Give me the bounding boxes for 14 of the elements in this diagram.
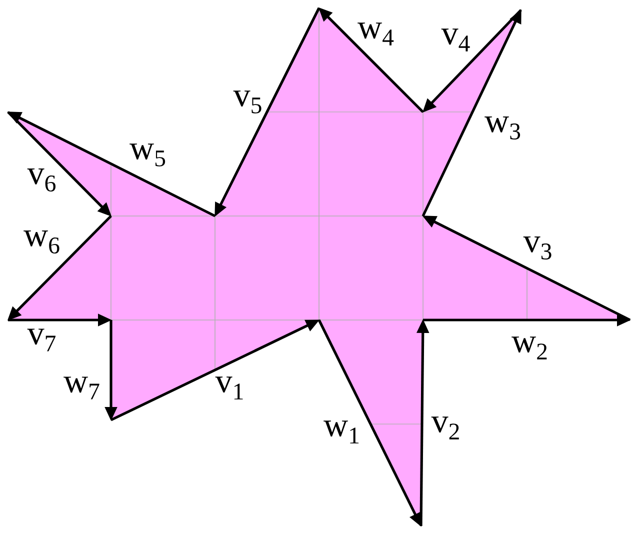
vector-label: w$_{3}$ [484,116,520,140]
vector-label: v$_{4}$ [441,28,470,52]
vector-label: v$_{7}$ [27,328,56,352]
vector-label: w$_{4}$ [358,22,394,46]
vector-label: w$_{1}$ [324,420,359,444]
vector-label: v$_{2}$ [431,416,459,440]
vector-label: v$_{5}$ [233,90,262,114]
vector-label: w$_{6}$ [24,230,60,254]
vector-label: v$_{3}$ [523,236,552,260]
vector-label: w$_{5}$ [130,144,166,166]
vector-label: w$_{2}$ [512,336,547,360]
vector-label: w$_{7}$ [64,376,100,400]
vector-label: v$_{1}$ [215,376,243,400]
vector-label: v$_{6}$ [27,168,56,192]
